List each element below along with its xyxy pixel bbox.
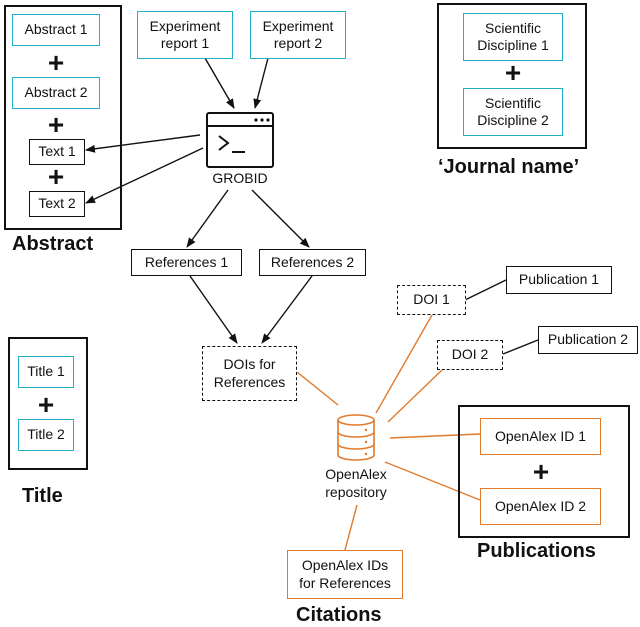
openalex-id-1-box: OpenAlex ID 1	[480, 418, 601, 455]
arrow-grobid-to-text2	[85, 147, 204, 204]
publication-1-box: Publication 1	[506, 266, 612, 294]
dois-for-references-box: DOIs for References	[202, 346, 297, 401]
openalex-id-2-box: OpenAlex ID 2	[480, 488, 601, 525]
openalex-ids-for-references-box: OpenAlex IDs for References	[287, 550, 403, 599]
title-group	[8, 337, 88, 470]
plus-sign: +	[47, 161, 65, 192]
arrow-grobid-to-text1	[85, 134, 201, 153]
doi-1-box: DOI 1	[397, 285, 466, 315]
link-doi1-publication1	[464, 279, 507, 301]
title-title: Title	[22, 485, 63, 507]
doi-2-box: DOI 2	[437, 340, 503, 370]
journal-group	[437, 3, 587, 149]
citations-title: Citations	[296, 604, 382, 626]
plus-sign: +	[37, 389, 55, 420]
arrow-grobid-to-ref2	[251, 189, 310, 248]
text-2-box: Text 2	[29, 191, 85, 217]
link-repository-doi1	[375, 314, 433, 414]
arrow-grobid-to-ref1	[186, 189, 229, 248]
terminal-icon	[206, 112, 274, 168]
scientific-discipline-1-box: Scientific Discipline 1	[463, 13, 563, 61]
link-repository-id1	[389, 433, 481, 439]
arrow-exp1-to-grobid	[204, 57, 235, 109]
title-1-box: Title 1	[18, 356, 74, 388]
publications-title: Publications	[477, 540, 596, 562]
grobid-label: GROBID	[212, 170, 268, 186]
scientific-discipline-2-box: Scientific Discipline 2	[463, 88, 563, 136]
link-doi2-publication2	[502, 339, 539, 355]
abstract-1-box: Abstract 1	[12, 14, 100, 46]
text-1-box: Text 1	[29, 139, 85, 165]
abstract-2-box: Abstract 2	[12, 77, 100, 109]
arrow-ref2-to-dois	[261, 275, 313, 344]
publications-group	[458, 405, 630, 538]
experiment-report-2-box: Experiment report 2	[250, 11, 346, 59]
link-repository-citations	[344, 504, 358, 551]
link-dois-repository	[296, 371, 339, 406]
title-2-box: Title 2	[18, 419, 74, 451]
experiment-report-1-box: Experiment report 1	[137, 11, 233, 59]
arrow-exp2-to-grobid	[253, 57, 269, 109]
publication-2-box: Publication 2	[538, 326, 638, 354]
arrow-ref1-to-dois	[189, 275, 238, 344]
references-2-box: References 2	[259, 249, 366, 276]
plus-sign: +	[532, 456, 550, 487]
link-repository-doi2	[387, 369, 443, 423]
plus-sign: +	[47, 47, 65, 78]
openalex-repository-label: OpenAlex repository	[325, 466, 387, 500]
database-icon	[337, 414, 375, 461]
abstract-title: Abstract	[12, 233, 94, 255]
plus-sign: +	[504, 57, 522, 88]
abstract-group	[4, 5, 122, 230]
plus-sign: +	[47, 109, 65, 140]
references-1-box: References 1	[131, 249, 242, 276]
link-repository-id2	[384, 461, 481, 501]
journal-title: ‘Journal name’	[438, 156, 580, 178]
